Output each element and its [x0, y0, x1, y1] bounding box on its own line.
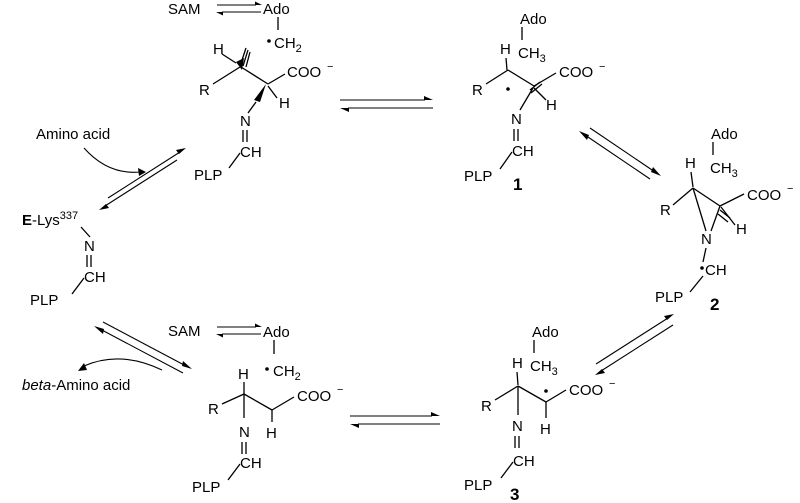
h-ring: H	[736, 221, 747, 238]
coo-label: COO	[747, 187, 781, 204]
ch3-label: CH3	[518, 45, 546, 65]
compound-number: 3	[510, 485, 519, 503]
h-label: H	[685, 155, 696, 172]
radical-dot	[700, 266, 704, 270]
h-beta: H	[266, 425, 277, 442]
ado-label: Ado	[263, 1, 290, 18]
plp-label: PLP	[194, 167, 222, 184]
sam-label: SAM	[168, 323, 201, 340]
h-beta: H	[540, 421, 551, 438]
coo-label: COO	[287, 64, 321, 81]
h-label: H	[238, 366, 249, 383]
molecule-top-left: SAM Ado CH2 H R COO − H N CH PLP	[168, 1, 333, 184]
n-label: N	[511, 111, 522, 128]
ch-label: CH	[705, 262, 727, 279]
equilibrium-arrow-bottom	[350, 412, 440, 428]
equilibrium-arrow-2-to-3	[595, 314, 674, 375]
molecule-1: Ado H CH3 R COO − H N CH PLP 1	[464, 11, 605, 194]
ch3-label: CH3	[530, 358, 558, 378]
equilibrium-arrow-left-lower	[94, 321, 192, 374]
molecule-2: Ado H CH3 R COO − H N CH PLP 2	[655, 126, 793, 314]
amino-acid-label: Amino acid	[36, 126, 110, 143]
enzyme-lys-complex: E-Lys337 N CH PLP	[22, 210, 106, 309]
n-label: N	[239, 424, 250, 441]
plp-label: PLP	[464, 168, 492, 185]
ch3-label: CH3	[710, 160, 738, 180]
sam-label: SAM	[168, 1, 201, 18]
ch2-label: CH2	[274, 35, 302, 55]
radical-dot	[544, 389, 548, 393]
coo-charge: −	[787, 183, 793, 195]
beta-amino-acid-label: beta-Amino acid	[22, 377, 130, 394]
enzyme-label: E-Lys337	[22, 210, 78, 229]
h-label: H	[500, 41, 511, 58]
plp-label: PLP	[464, 477, 492, 494]
r-label: R	[472, 82, 483, 99]
radical-dot	[265, 367, 269, 371]
ado-label: Ado	[263, 324, 290, 341]
ch-label: CH	[84, 269, 106, 286]
r-label: R	[199, 82, 210, 99]
compound-number: 2	[710, 295, 719, 314]
substrate-labels: Amino acid beta-Amino acid	[22, 126, 163, 394]
n-label: N	[84, 238, 95, 255]
ado-label: Ado	[520, 11, 547, 28]
coo-charge: −	[609, 378, 615, 390]
r-label: R	[208, 401, 219, 418]
n-label: N	[512, 418, 523, 435]
n-label: N	[240, 113, 251, 130]
coo-label: COO	[297, 388, 331, 405]
h-top: H	[213, 41, 224, 58]
coo-label: COO	[559, 64, 593, 81]
ado-label: Ado	[532, 324, 559, 341]
r-label: R	[660, 202, 671, 219]
ch2-label: CH2	[273, 363, 301, 383]
h-alpha: H	[279, 95, 290, 112]
equilibrium-arrow-left-upper	[99, 148, 186, 210]
ch-label: CH	[512, 143, 534, 160]
amino-acid-entry-arrow	[83, 147, 141, 173]
radical-dot	[267, 39, 271, 43]
coo-charge: −	[599, 61, 605, 73]
equilibrium-arrow-1-to-2	[579, 127, 661, 180]
coo-charge: −	[337, 384, 343, 396]
radical-dot	[506, 87, 510, 91]
h-label: H	[512, 355, 523, 372]
plp-label: PLP	[192, 479, 220, 496]
n-label: N	[701, 231, 712, 248]
ch-label: CH	[513, 453, 535, 470]
molecule-3: Ado H CH3 R COO − H N CH PLP 3	[464, 324, 615, 503]
molecule-bottom-left: SAM Ado CH2 H R COO − H N CH PLP	[168, 323, 343, 496]
r-label: R	[481, 398, 492, 415]
ch-label: CH	[240, 144, 262, 161]
coo-charge: −	[327, 61, 333, 73]
beta-amino-acid-release-arrow	[83, 358, 163, 371]
ch-label: CH	[240, 455, 262, 472]
ado-label: Ado	[711, 126, 738, 143]
coo-label: COO	[569, 382, 603, 399]
compound-number: 1	[513, 175, 522, 194]
plp-label: PLP	[655, 289, 683, 306]
h-alpha: H	[546, 97, 557, 114]
plp-label: PLP	[30, 292, 58, 309]
equilibrium-arrow-top	[340, 96, 433, 112]
